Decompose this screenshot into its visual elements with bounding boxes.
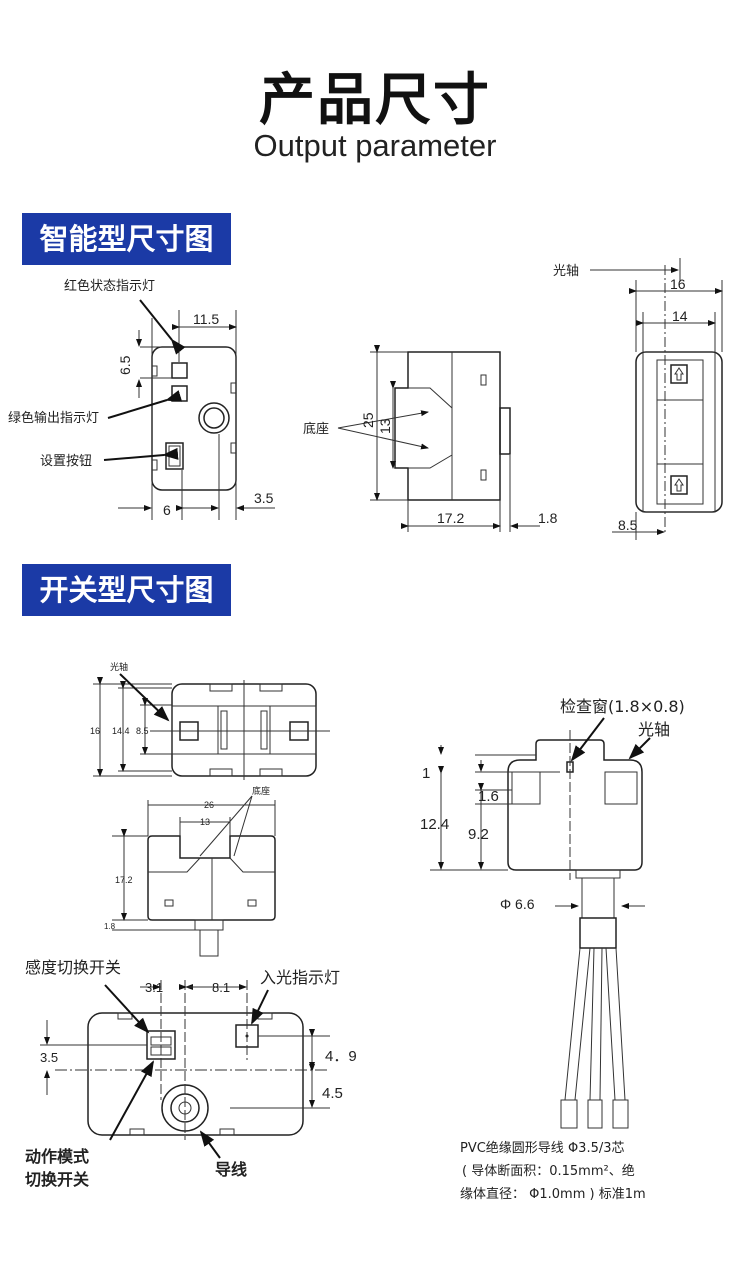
dim-8-5: 8.5 <box>618 517 638 533</box>
dim-6-5: 6.5 <box>117 355 133 375</box>
dim-phi-6-6: Φ 6.6 <box>500 896 535 912</box>
dim-1: 1 <box>422 765 430 782</box>
label-sens-switch: 感度切换开关 <box>25 958 121 977</box>
label-check-window: 检查窗(1.8×0.8) <box>560 697 685 716</box>
dim-4-5: 4.5 <box>322 1085 343 1102</box>
dim-17-2: 17.2 <box>437 510 464 526</box>
dim-3-5-2: 3.5 <box>40 1050 58 1065</box>
label-green-led: 绿色输出指示灯 <box>8 410 99 426</box>
dim-1-8-2: 1.8 <box>104 922 116 931</box>
dim-8-1: 8.1 <box>212 980 230 995</box>
label-optical-axis-2: 光轴 <box>110 661 128 673</box>
label-optical-axis: 光轴 <box>553 264 579 279</box>
red-led-shape <box>171 362 188 379</box>
label-cable: 导线 <box>215 1160 247 1179</box>
section-smart-header: 智能型尺寸图 <box>22 213 231 265</box>
page-subtitle: Output parameter <box>253 128 497 163</box>
page-title: 产品尺寸 <box>259 68 491 133</box>
dim-4-9: 4．9 <box>325 1048 357 1065</box>
dim-16-2: 16 <box>90 726 100 736</box>
switch-profile-view: 检查窗(1.8×0.8) 光轴 1 1.6 12.4 9.2 Φ 6.6 PVC… <box>420 697 685 1202</box>
dim-13-2: 13 <box>200 817 210 827</box>
label-mode-switch-1: 动作模式 <box>25 1147 89 1166</box>
dim-13: 13 <box>377 418 393 434</box>
dim-1-6: 1.6 <box>478 788 499 805</box>
cable-note-line-1: PVC绝缘圆形导线 Φ3.5/3芯 <box>460 1140 625 1156</box>
section-switch-header: 开关型尺寸图 <box>22 564 231 616</box>
label-mode-switch-2: 切换开关 <box>25 1170 89 1189</box>
smart-top-view: 光轴 16 14 8.5 <box>553 258 723 540</box>
dim-25: 25 <box>360 412 376 428</box>
dim-14: 14 <box>672 308 688 324</box>
smart-side-view: 底座 25 13 17.2 1.8 <box>303 345 558 532</box>
switch-side-view: 底座 26 13 17.2 1.8 <box>104 785 276 957</box>
green-led-shape <box>171 385 188 402</box>
dim-1-8: 1.8 <box>538 510 558 526</box>
dim-9-2: 9.2 <box>468 826 489 843</box>
switch-top-view: 光轴 16 14.4 8.5 <box>90 661 330 780</box>
dim-26: 26 <box>204 800 214 810</box>
dim-12-4: 12.4 <box>420 816 449 833</box>
dim-3-5: 3.5 <box>254 490 274 506</box>
dim-11-5: 11.5 <box>193 311 219 327</box>
dim-17-2-2: 17.2 <box>115 875 133 885</box>
label-optical-axis-3: 光轴 <box>638 720 670 739</box>
label-red-led: 红色状态指示灯 <box>64 278 155 294</box>
dim-16: 16 <box>670 276 686 292</box>
smart-front-view: 红色状态指示灯 绿色输出指示灯 设置按钮 11.5 6.5 6 3.5 <box>8 278 275 520</box>
cable-note-line-3: 缘体直径： Φ1.0mm ) 标准1m <box>460 1187 646 1202</box>
label-base: 底座 <box>303 421 329 437</box>
cable-note-line-2: ( 导体断面积：0.15mm²、绝 <box>462 1163 635 1179</box>
dim-6: 6 <box>163 502 171 518</box>
dim-3-1: 3.1 <box>145 980 163 995</box>
label-set-button: 设置按钮 <box>40 454 92 469</box>
switch-back-view: 感度切换开关 入光指示灯 3.1 8.1 3.5 4．9 4.5 动作模式 切换… <box>25 958 357 1189</box>
dim-8-5-2: 8.5 <box>136 726 149 736</box>
label-base-2: 底座 <box>252 785 270 797</box>
label-light-led: 入光指示灯 <box>260 968 340 987</box>
dim-14-4: 14.4 <box>112 726 130 736</box>
